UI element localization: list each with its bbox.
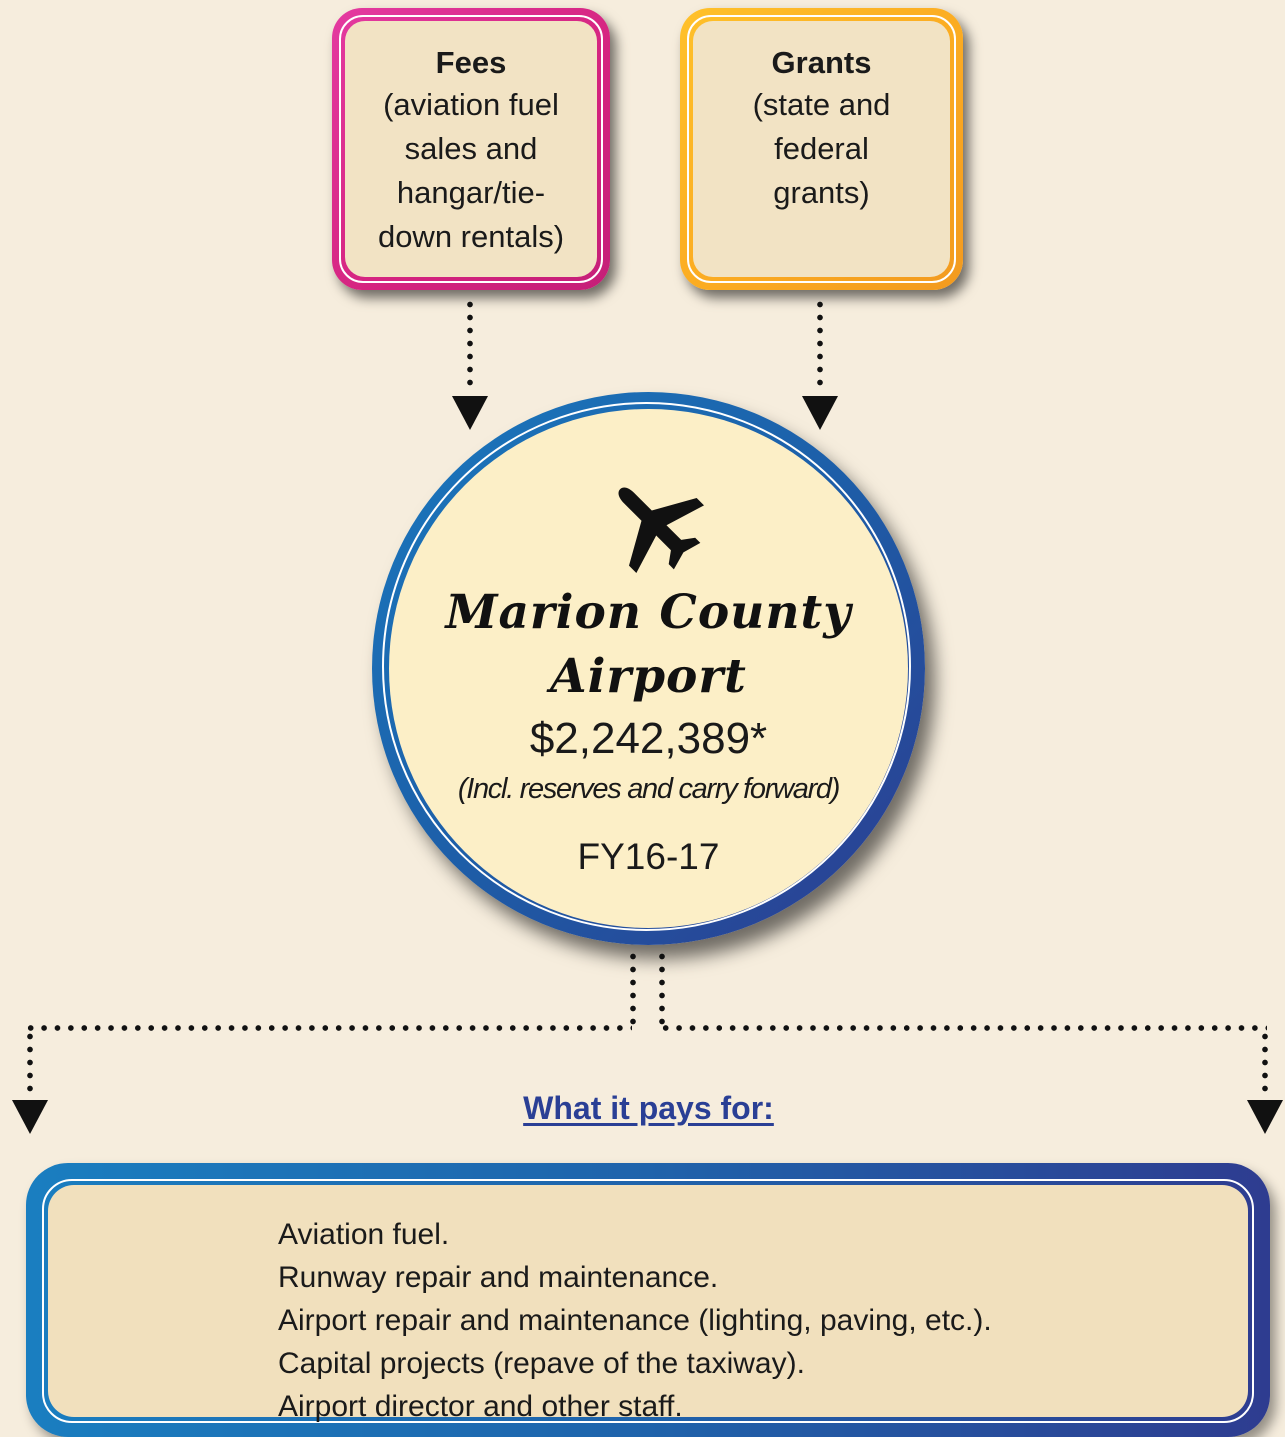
grants-box-inner: Grants (state and federal grants) [687, 15, 956, 283]
pays-for-ring [42, 1179, 1254, 1423]
fees-box-inner: Fees (aviation fuel sales and hangar/tie… [339, 15, 603, 283]
hub-title-line1: Marion County [445, 585, 852, 640]
hub-connector-left [630, 950, 636, 1028]
grants-description: (state and federal grants) [752, 87, 891, 210]
airplane-icon [618, 487, 705, 574]
branch-left-drop [27, 1030, 33, 1094]
grants-connector [817, 298, 823, 392]
grants-arrow [802, 396, 838, 430]
branch-left [24, 1025, 632, 1031]
hub-inner: Marion County Airport $2,242,389* (Incl.… [389, 409, 908, 928]
pays-for-inner: Aviation fuel. Runway repair and mainten… [48, 1185, 1248, 1423]
grants-box: Grants (state and federal grants) [680, 8, 963, 290]
list-item: Capital projects (repave of the taxiway)… [278, 1347, 805, 1380]
branch-right [659, 1025, 1267, 1031]
fees-connector [467, 298, 473, 392]
branch-left-arrow [12, 1100, 48, 1134]
list-item: Airport repair and maintenance (lighting… [278, 1304, 992, 1337]
airport-hub: Marion County Airport $2,242,389* (Incl.… [372, 392, 925, 945]
fees-title: Fees [435, 45, 507, 80]
fees-description: (aviation fuel sales and hangar/tie-down… [377, 87, 565, 254]
fees-arrow [452, 396, 488, 430]
pays-for-heading: What it pays for: [523, 1090, 774, 1126]
hub-ring [382, 402, 911, 931]
grants-title: Grants [771, 45, 872, 80]
branch-right-drop [1262, 1030, 1268, 1094]
hub-amount: $2,242,389* [529, 714, 768, 763]
hub-note: (Incl. reserves and carry forward) [457, 773, 841, 805]
list-item: Airport director and other staff. [278, 1390, 683, 1423]
hub-fiscal-year: FY16-17 [577, 836, 720, 877]
list-item: Runway repair and maintenance. [278, 1261, 719, 1294]
hub-connector-right [659, 950, 665, 1028]
hub-title-line2: Airport [550, 649, 747, 704]
list-item: Aviation fuel. [278, 1218, 450, 1251]
pays-for-list: Aviation fuel. Runway repair and mainten… [278, 1213, 992, 1428]
branch-right-arrow [1247, 1100, 1283, 1134]
fees-box: Fees (aviation fuel sales and hangar/tie… [332, 8, 610, 290]
pays-for-box: Aviation fuel. Runway repair and mainten… [26, 1163, 1270, 1437]
